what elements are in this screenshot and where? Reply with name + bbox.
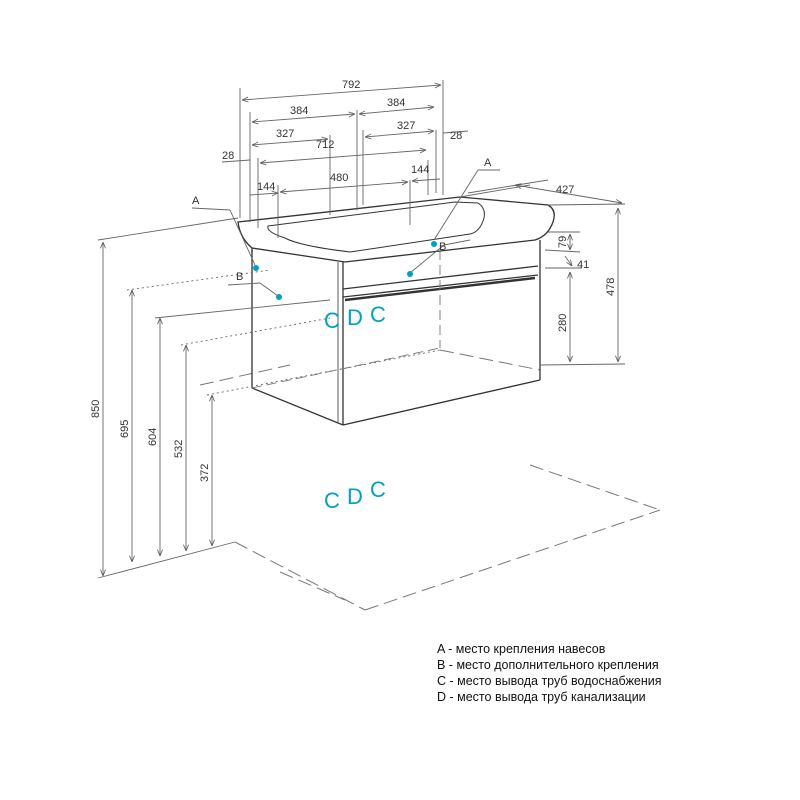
point-a-left-dot: [253, 265, 259, 271]
label-a-left: A: [192, 195, 200, 207]
point-labels: A B A B: [192, 157, 492, 283]
dim-79: 79: [557, 236, 569, 248]
dim-480: 480: [330, 172, 348, 184]
dim-372: 372: [199, 464, 211, 482]
dim-384-right: 384: [387, 97, 405, 109]
point-b-right-dot: [407, 271, 413, 277]
dim-327-right: 327: [397, 120, 415, 132]
pipe-markers-wall: C D C: [324, 302, 386, 333]
point-b-left-dot: [276, 294, 282, 300]
dim-144-left: 144: [257, 181, 275, 193]
depth-dimension: [459, 179, 626, 206]
dim-280: 280: [557, 314, 569, 332]
dim-850: 850: [90, 400, 102, 418]
mount-points: [253, 241, 437, 300]
dim-144-right: 144: [411, 164, 429, 176]
left-height-lines: [97, 217, 331, 579]
label-b-right: B: [439, 241, 446, 253]
legend: A - место крепления навесов B - место до…: [437, 641, 662, 705]
label-b-left: B: [236, 271, 243, 283]
legend-item-c: C - место вывода труб водоснабжения: [437, 674, 662, 688]
floor-guides: [199, 349, 661, 611]
top-dimension-lines: [221, 80, 469, 238]
marker-c-3: C: [324, 488, 340, 513]
dim-41: 41: [577, 259, 589, 271]
dimension-labels: 792 384 384 327 327 28 28 712 144 480 14…: [90, 79, 617, 482]
dim-384-left: 384: [290, 105, 308, 117]
dim-712: 712: [316, 139, 334, 151]
marker-c-4: C: [370, 477, 386, 502]
dim-427: 427: [556, 184, 574, 196]
marker-d-1: D: [347, 305, 363, 330]
legend-item-d: D - место вывода труб канализации: [437, 690, 646, 704]
dim-604: 604: [147, 428, 159, 446]
cabinet: [251, 240, 541, 426]
dim-327-left: 327: [276, 128, 294, 140]
marker-c-2: C: [370, 302, 386, 327]
dim-532: 532: [173, 440, 185, 458]
marker-d-2: D: [347, 484, 363, 509]
marker-c-1: C: [324, 308, 340, 333]
leaders: [191, 169, 500, 297]
point-a-right-dot: [431, 241, 437, 247]
dim-695: 695: [119, 420, 131, 438]
legend-item-a: A - место крепления навесов: [437, 642, 606, 656]
basin: [237, 196, 555, 263]
right-dimension-lines: [539, 208, 626, 366]
left-height-dotted: [126, 269, 441, 396]
dim-478: 478: [605, 278, 617, 296]
dim-28-right: 28: [450, 130, 462, 142]
pipe-markers-floor: C D C: [324, 477, 386, 513]
dim-28-left: 28: [222, 150, 234, 162]
label-a-right: A: [484, 157, 492, 169]
dim-792: 792: [342, 79, 360, 91]
legend-item-b: B - место дополнительного крепления: [437, 658, 659, 672]
